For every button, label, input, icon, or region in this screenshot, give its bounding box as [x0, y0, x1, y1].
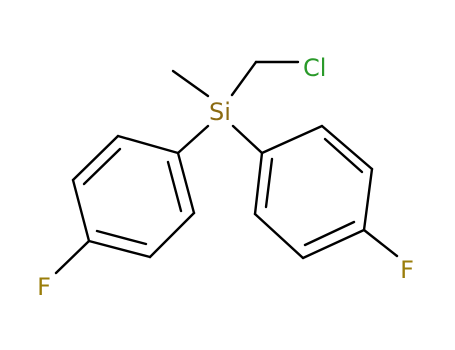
- left-fluorine-atom-label: F: [37, 273, 51, 301]
- bond-si-left-ring: [176, 124, 210, 155]
- bond-right-c-f: [362, 228, 399, 258]
- bond-si-right-ring: [231, 124, 264, 155]
- right-fluorine-atom-label: F: [400, 256, 414, 284]
- bond-si-methyl: [171, 69, 210, 98]
- chlorine-atom-label: Cl: [303, 54, 326, 82]
- right-fluorophenyl-ring: [253, 124, 374, 260]
- silicon-atom-label: Si: [209, 98, 231, 126]
- left-fluorophenyl-ring: [71, 134, 196, 259]
- bond-si-ch2: [230, 60, 258, 97]
- bond-left-c-f: [54, 239, 91, 275]
